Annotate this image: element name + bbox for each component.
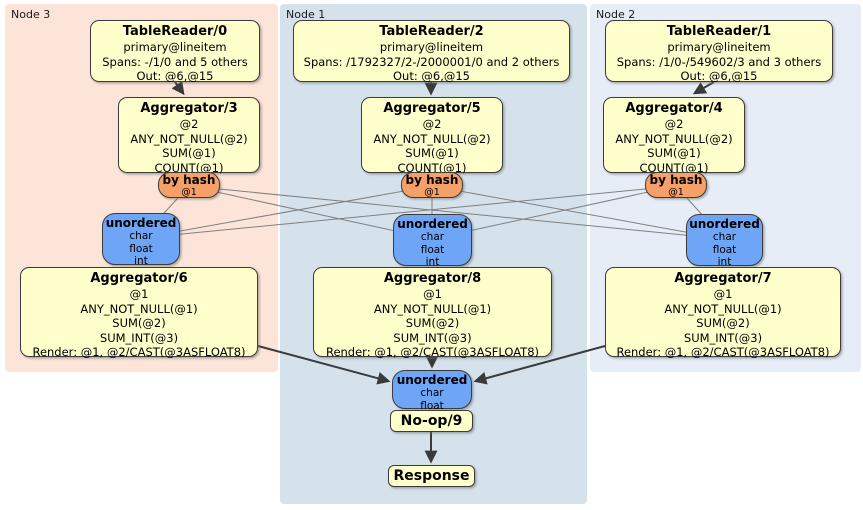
- processor-row: ANY_NOT_NULL(@1): [80, 301, 198, 316]
- flow-arrows: [171, 80, 715, 464]
- processor-row: Out: @6,@15: [136, 69, 214, 83]
- router-label: by hash: [405, 173, 459, 187]
- sync-label: unordered: [397, 217, 468, 231]
- processor-row: Spans: -/1/0 and 5 others: [102, 54, 248, 69]
- processor-row: Spans: /1/0-/549602/3 and 3 others: [616, 54, 822, 69]
- processor-row: COUNT(@1): [154, 160, 224, 175]
- processor-row: SUM(@1): [405, 146, 459, 160]
- router-by-hash-left: by hash @1: [158, 172, 220, 198]
- processor-row: @1: [129, 287, 149, 301]
- processor-aggregator-7: Aggregator/7 @1 ANY_NOT_NULL(@1) SUM(@2)…: [605, 267, 841, 359]
- processor-row: @2: [179, 117, 199, 131]
- processor-row: SUM_INT(@3): [683, 330, 763, 345]
- processor-aggregator-6: Aggregator/6 @1 ANY_NOT_NULL(@1) SUM(@2)…: [20, 267, 258, 359]
- region-label-node3: Node 3: [11, 8, 51, 21]
- sync-column: int: [425, 256, 440, 268]
- router-by-hash-middle: by hash @1: [401, 172, 463, 198]
- processor-row: SUM(@2): [696, 316, 750, 330]
- processor-aggregator-8: Aggregator/8 @1 ANY_NOT_NULL(@1) SUM(@2)…: [313, 267, 552, 359]
- sync-column: int: [134, 255, 148, 267]
- processor-row: ANY_NOT_NULL(@2): [130, 131, 248, 146]
- sync-label: unordered: [105, 216, 177, 230]
- router-by-hash-right: by hash @1: [645, 172, 707, 198]
- region-label-node2: Node 2: [596, 8, 636, 21]
- processor-aggregator-3: Aggregator/3 @2 ANY_NOT_NULL(@2) SUM(@1)…: [118, 97, 260, 175]
- processor-row: COUNT(@1): [397, 160, 467, 175]
- processor-row: SUM_INT(@3): [393, 330, 472, 345]
- router-label: by hash: [649, 173, 703, 187]
- processor-title: Aggregator/5: [383, 101, 481, 116]
- sync-unordered-right: unordered char float int: [686, 214, 763, 268]
- processor-row: Spans: /1792327/2-/2000001/0 and 2 other…: [303, 54, 560, 69]
- processor-title: Aggregator/8: [383, 271, 482, 286]
- processor-title: No-op/9: [400, 413, 463, 429]
- processor-row: ANY_NOT_NULL(@1): [373, 301, 492, 316]
- sync-column: float: [420, 243, 445, 256]
- processor-row: SUM(@2): [112, 316, 166, 330]
- processor-title: Aggregator/3: [140, 101, 238, 116]
- sync-column: int: [717, 256, 732, 268]
- processor-row: Render: @1, @2/CAST(@3ASFLOAT8): [325, 345, 540, 359]
- processor-row: ANY_NOT_NULL(@2): [373, 131, 491, 146]
- processor-title: Aggregator/6: [90, 271, 188, 286]
- sync-unordered-left: unordered char float int: [102, 213, 180, 267]
- processor-row: @2: [664, 117, 684, 131]
- router-label: by hash: [162, 173, 216, 187]
- processor-row: Out: @6,@15: [393, 69, 470, 83]
- router-stream: @1: [424, 187, 440, 198]
- sync-column: char: [420, 387, 444, 399]
- processor-row: SUM(@1): [162, 146, 216, 160]
- processor-title: TableReader/0: [122, 24, 228, 39]
- sync-column: float: [420, 399, 444, 412]
- processor-noop-9: No-op/9: [390, 410, 473, 432]
- processor-row: primary@lineitem: [667, 40, 771, 54]
- sync-unordered-middle: unordered char float int: [393, 214, 472, 268]
- sync-column: float: [129, 242, 153, 255]
- sync-unordered-final: unordered char float: [392, 370, 472, 412]
- processor-row: SUM(@1): [647, 146, 701, 160]
- region-label-node1: Node 1: [286, 8, 326, 21]
- processor-row: COUNT(@1): [639, 160, 709, 175]
- sync-column: char: [129, 230, 153, 242]
- processor-tablereader-2: TableReader/2 primary@lineitem Spans: /1…: [293, 20, 570, 83]
- sync-column: float: [712, 243, 737, 256]
- processor-row: primary@lineitem: [123, 40, 227, 54]
- processor-title: TableReader/1: [666, 24, 772, 39]
- sync-label: unordered: [689, 217, 760, 231]
- sync-label: unordered: [396, 373, 468, 387]
- sync-column: char: [420, 231, 445, 243]
- processor-row: SUM_INT(@3): [99, 330, 179, 345]
- sync-column: char: [712, 231, 737, 243]
- processor-title: TableReader/2: [379, 24, 484, 39]
- processor-aggregator-4: Aggregator/4 @2 ANY_NOT_NULL(@2) SUM(@1)…: [603, 97, 745, 175]
- processor-row: SUM(@2): [405, 316, 460, 330]
- processor-row: ANY_NOT_NULL(@1): [664, 301, 782, 316]
- processor-row: ANY_NOT_NULL(@2): [615, 131, 733, 146]
- processor-row: Out: @6,@15: [680, 69, 758, 83]
- processor-tablereader-0: TableReader/0 primary@lineitem Spans: -/…: [90, 20, 260, 83]
- processor-title: Aggregator/4: [625, 101, 723, 116]
- router-stream: @1: [668, 187, 684, 198]
- router-stream: @1: [181, 187, 197, 198]
- processor-title: Response: [393, 468, 470, 484]
- processor-title: Aggregator/7: [674, 271, 772, 286]
- processor-row: @1: [423, 287, 442, 301]
- processor-row: primary@lineitem: [379, 40, 484, 54]
- processor-row: @2: [422, 117, 442, 131]
- processor-tablereader-1: TableReader/1 primary@lineitem Spans: /1…: [605, 20, 833, 83]
- processor-aggregator-5: Aggregator/5 @2 ANY_NOT_NULL(@2) SUM(@1)…: [361, 97, 503, 175]
- processor-row: Render: @1, @2/CAST(@3ASFLOAT8): [616, 345, 830, 359]
- processor-row: @1: [713, 287, 733, 301]
- response-box: Response: [388, 465, 475, 487]
- processor-row: Render: @1, @2/CAST(@3ASFLOAT8): [32, 345, 246, 359]
